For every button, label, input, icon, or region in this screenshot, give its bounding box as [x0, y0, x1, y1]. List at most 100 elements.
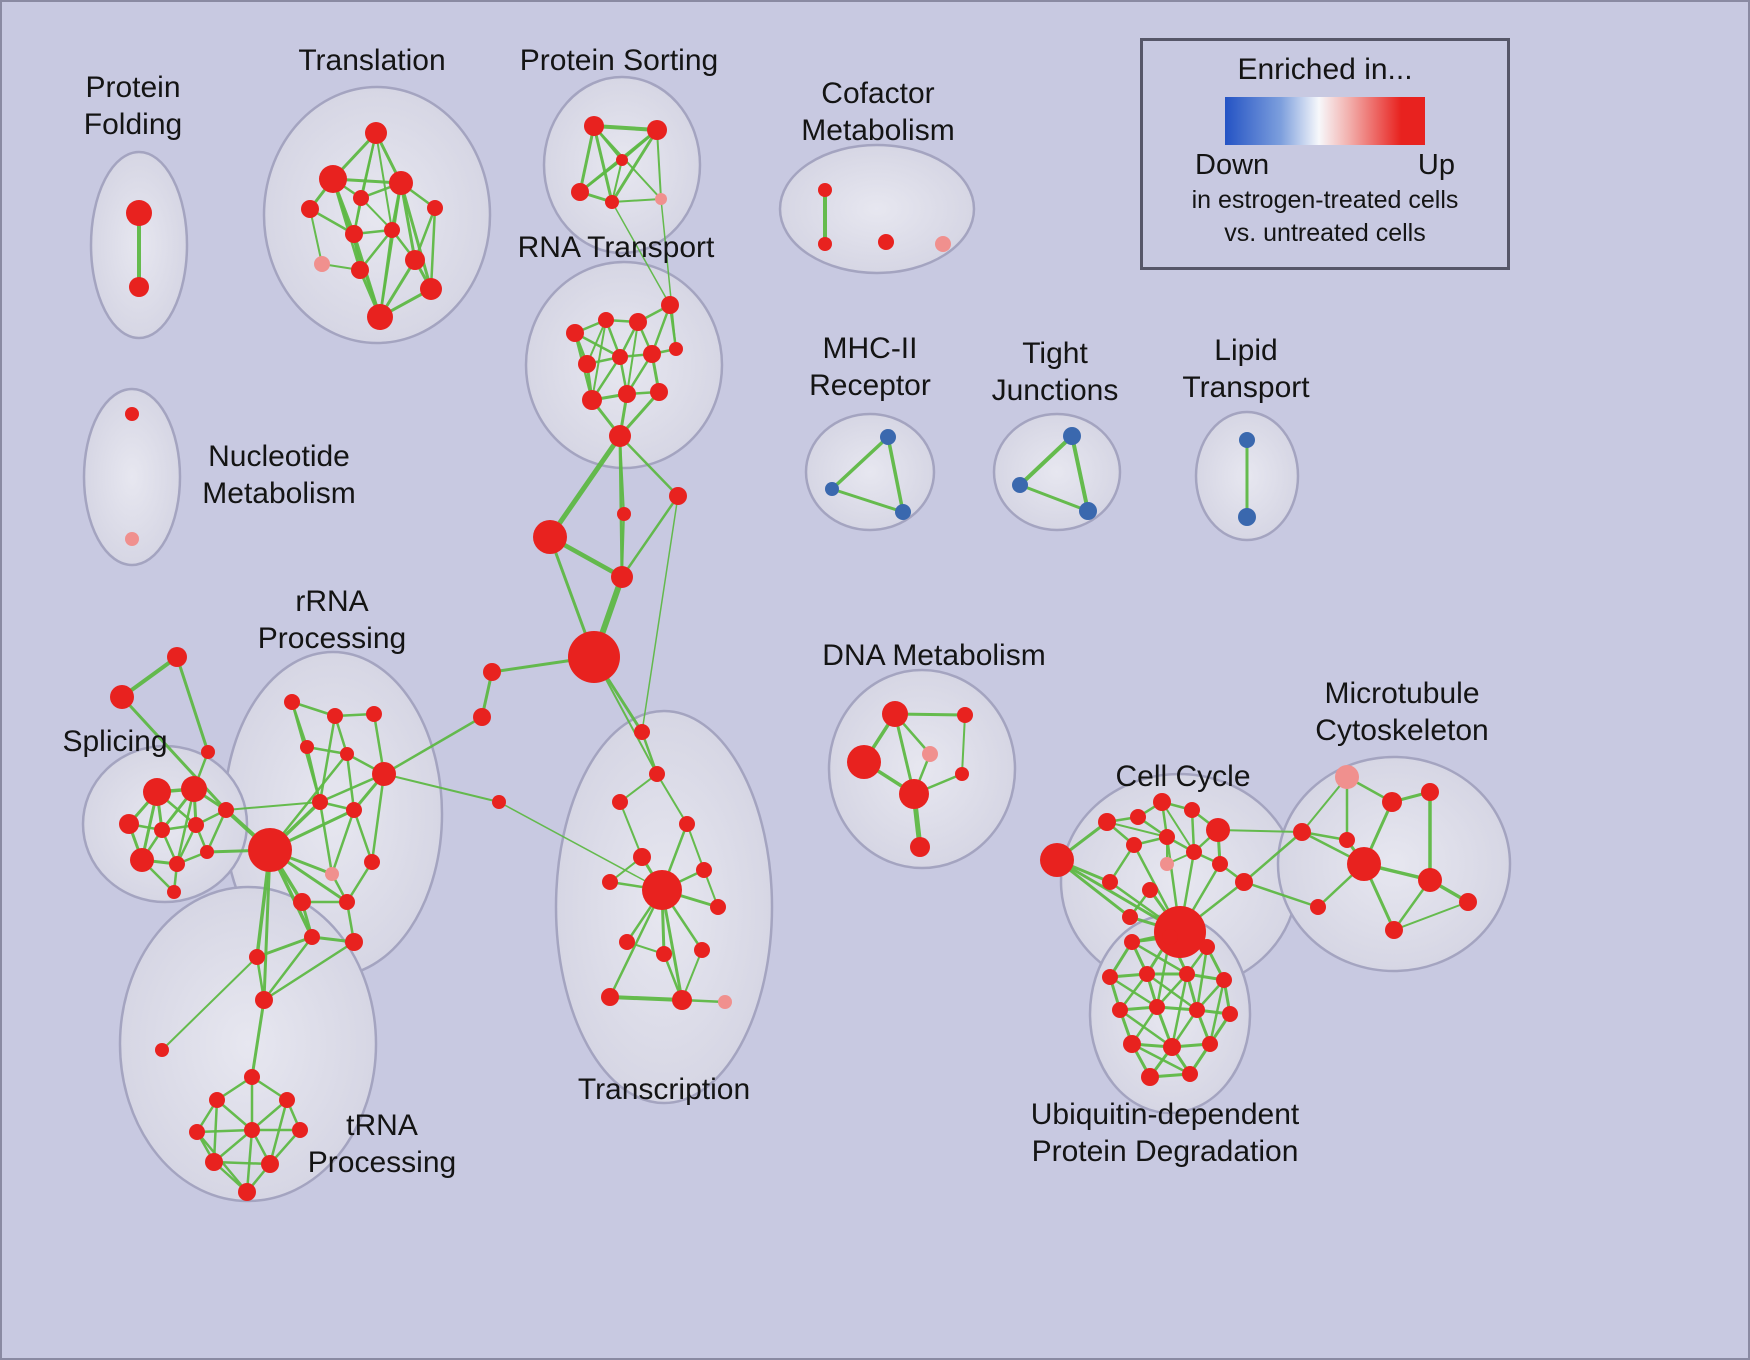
- network-node-ub3: [1199, 939, 1215, 955]
- network-edge: [161, 956, 258, 1051]
- network-node-tn2: [155, 1043, 169, 1057]
- network-node-ub15: [1141, 1068, 1159, 1086]
- network-node-rt12: [609, 425, 631, 447]
- cluster-ellipse-nucleotide-metabolism: [82, 387, 182, 567]
- network-node-tr1: [365, 122, 387, 144]
- network-node-rr3: [366, 706, 382, 722]
- network-node-tg3: [201, 745, 215, 759]
- network-node-rr10: [325, 867, 339, 881]
- network-node-mt1: [1335, 765, 1359, 789]
- network-node-ub9: [1149, 999, 1165, 1015]
- network-node-ub8: [1112, 1002, 1128, 1018]
- network-node-rr15: [345, 933, 363, 951]
- network-node-rt6: [612, 349, 628, 365]
- network-node-tc12: [694, 942, 710, 958]
- network-edge: [212, 1160, 272, 1166]
- network-edge: [592, 124, 659, 132]
- network-edge: [305, 745, 322, 804]
- legend-caption-line2: vs. untreated cells: [1224, 219, 1426, 247]
- network-node-tg2: [110, 685, 134, 709]
- network-edge: [352, 808, 374, 864]
- network-edge: [195, 1128, 254, 1134]
- network-node-rr13: [364, 854, 380, 870]
- network-node-tc2: [649, 766, 665, 782]
- network-edge: [656, 773, 688, 825]
- network-node-tj2: [1012, 477, 1028, 493]
- network-node-rt11: [650, 383, 668, 401]
- network-node-tj3: [1079, 502, 1097, 520]
- network-node-tc4: [679, 816, 695, 832]
- network-edge: [591, 319, 607, 401]
- network-node-mc5: [568, 631, 620, 683]
- network-node-rr1: [284, 694, 300, 710]
- network-node-sp10: [167, 885, 181, 899]
- network-node-ub4: [1102, 969, 1118, 985]
- cluster-ellipse-trna-processing: [118, 885, 378, 1203]
- network-node-rr9: [346, 802, 362, 818]
- network-edge: [345, 752, 356, 812]
- network-node-pf1: [126, 200, 152, 226]
- network-node-tc14: [672, 990, 692, 1010]
- network-node-rr14: [304, 929, 320, 945]
- network-edge: [830, 435, 890, 491]
- network-edge: [382, 715, 484, 776]
- network-node-tn7: [244, 1122, 260, 1138]
- network-node-rt4: [661, 296, 679, 314]
- network-edge: [1130, 940, 1189, 976]
- network-node-tc10: [619, 934, 635, 950]
- network-edge: [578, 124, 596, 194]
- network-node-ps2: [647, 120, 667, 140]
- network-node-ub2: [1162, 929, 1178, 945]
- network-node-tc13: [601, 988, 619, 1006]
- network-node-cc4: [1102, 874, 1118, 890]
- network-edge: [626, 321, 639, 395]
- network-edge: [318, 800, 334, 876]
- network-node-tg1: [167, 647, 187, 667]
- network-node-rt7: [643, 345, 661, 363]
- network-node-tr6: [427, 200, 443, 216]
- network-node-cc2: [1098, 813, 1116, 831]
- network-node-pf2: [129, 277, 149, 297]
- network-edge: [309, 208, 323, 265]
- network-node-rr5: [340, 747, 354, 761]
- network-node-cc11: [1160, 857, 1174, 871]
- network-node-sp4: [154, 822, 170, 838]
- network-edge: [1018, 483, 1090, 513]
- network-node-rr2: [327, 708, 343, 724]
- network-node-tc9: [710, 899, 726, 915]
- network-node-rr12: [339, 894, 355, 910]
- network-node-ps6: [616, 154, 628, 166]
- network-edge: [1217, 829, 1303, 833]
- cluster-label-translation: Translation: [298, 44, 445, 77]
- network-node-mc8: [492, 795, 506, 809]
- network-node-mh1: [880, 429, 896, 445]
- network-node-cc8: [1206, 818, 1230, 842]
- legend-caption: in estrogen-treated cells vs. untreated …: [1143, 184, 1507, 250]
- network-node-cc10: [1186, 844, 1202, 860]
- network-edge: [1170, 972, 1189, 1049]
- network-node-lt1: [1239, 432, 1255, 448]
- network-node-cc9: [1159, 829, 1175, 845]
- network-node-tr9: [314, 256, 330, 272]
- network-node-tc8: [696, 862, 712, 878]
- network-node-tn3: [244, 1069, 260, 1085]
- network-node-tc1: [634, 724, 650, 740]
- network-node-tc7: [642, 870, 682, 910]
- network-edge: [1195, 945, 1209, 1012]
- network-node-cf4: [935, 236, 951, 252]
- network-node-rr8: [312, 794, 328, 810]
- network-node-tr2: [319, 165, 347, 193]
- network-edge: [1393, 901, 1469, 931]
- network-node-tr3: [301, 200, 319, 218]
- cluster-label-cell-cycle: Cell Cycle: [1115, 760, 1250, 793]
- network-node-cc15: [1154, 906, 1206, 958]
- network-node-sp6: [218, 802, 234, 818]
- cluster-label-transcription: Transcription: [578, 1073, 750, 1106]
- network-node-ps5: [655, 193, 667, 205]
- gradient-bar: [1225, 97, 1425, 145]
- cluster-label-rna-transport: RNA Transport: [518, 231, 715, 264]
- cluster-label-dna-metabolism: DNA Metabolism: [822, 639, 1045, 672]
